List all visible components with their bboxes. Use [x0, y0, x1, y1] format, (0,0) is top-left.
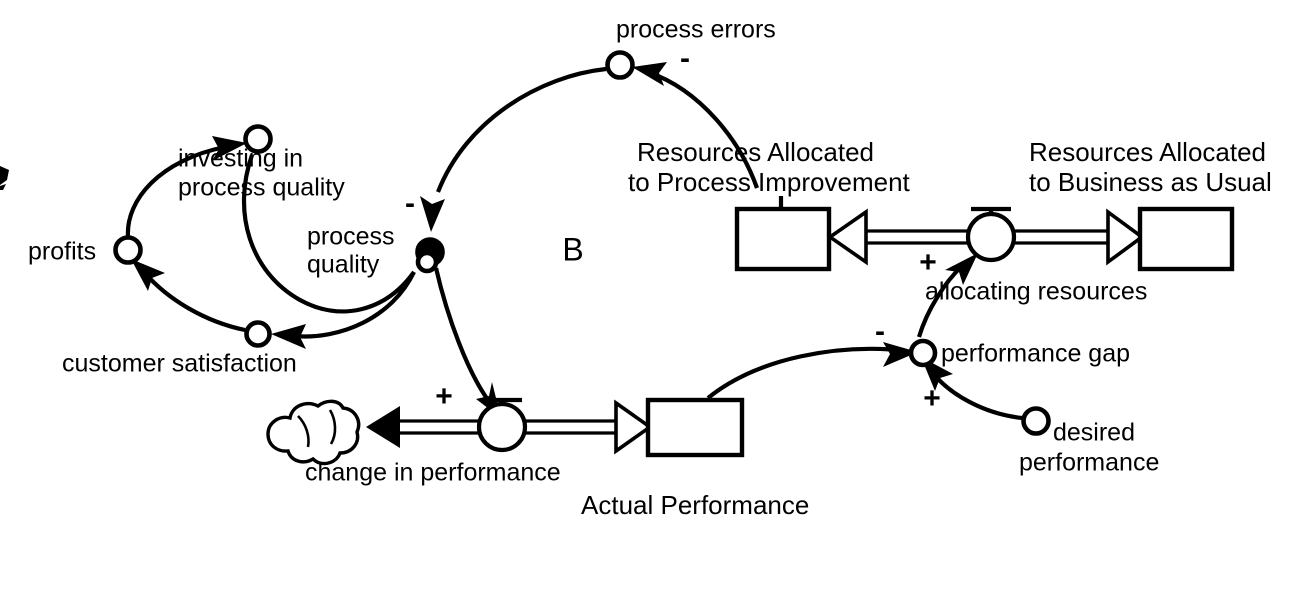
- label-stock-business-as-usual-line2: to Business as Usual: [1029, 167, 1272, 197]
- node-desired-performance[interactable]: [1021, 406, 1051, 436]
- polarity-process-quality-minus: -: [405, 187, 415, 220]
- flow-pipe-to-cloud: [366, 406, 480, 448]
- node-process-quality-anchor: [415, 250, 439, 274]
- label-process-errors: process errors: [616, 16, 776, 44]
- label-desired-performance-line1: desired: [1053, 419, 1135, 447]
- node-process-errors[interactable]: [605, 50, 635, 80]
- flow-pipe-to-actual-performance: [525, 399, 654, 455]
- link-profits-to-investing: [125, 136, 247, 237]
- flow-valve-change-in-performance[interactable]: [476, 397, 528, 453]
- node-performance-gap[interactable]: [908, 338, 938, 368]
- label-stock-actual-performance: Actual Performance: [581, 490, 809, 520]
- polarity-performance-gap-minus: -: [875, 315, 885, 348]
- clipped-glyph-left-edge: [0, 166, 9, 190]
- link-investing-to-process-quality: [241, 154, 416, 314]
- flow-pipe-to-process-improvement: [826, 208, 968, 266]
- node-investing-in-process-quality[interactable]: [243, 124, 273, 154]
- label-performance-gap: performance gap: [941, 340, 1130, 368]
- polarity-allocating-resources-plus: +: [919, 246, 937, 279]
- label-stock-business-as-usual-line1: Resources Allocated: [1029, 137, 1266, 167]
- polarity-desired-performance-plus: +: [923, 382, 941, 415]
- label-investing-in-process-quality-line2: process quality: [178, 174, 345, 202]
- polarity-change-in-performance-plus: +: [435, 380, 453, 413]
- flow-pipe-to-business-as-usual: [1014, 208, 1146, 266]
- label-investing-in-process-quality-line1: investing in: [178, 145, 303, 173]
- label-flow-change-in-performance: change in performance: [305, 459, 561, 487]
- node-customer-satisfaction[interactable]: [244, 320, 272, 348]
- link-process-improvement-to-process-errors: [632, 62, 759, 189]
- label-stock-process-improvement-line1: Resources Allocated: [637, 137, 874, 167]
- node-profits[interactable]: [113, 235, 143, 265]
- label-flow-allocating-resources: allocating resources: [925, 278, 1147, 306]
- label-desired-performance-line2: performance: [1019, 449, 1159, 477]
- link-customer-satisfaction-to-profits: [131, 259, 246, 333]
- label-profits: profits: [28, 238, 96, 266]
- link-performance-gap-to-allocating-resources: [916, 253, 978, 338]
- stock-resources-allocated-to-business-as-usual[interactable]: [1137, 206, 1235, 272]
- stock-resources-allocated-to-process-improvement[interactable]: [734, 196, 832, 272]
- link-process-errors-to-process-quality: [420, 66, 607, 232]
- label-customer-satisfaction: customer satisfaction: [62, 350, 297, 378]
- cloud-performance-sink: [266, 399, 361, 466]
- label-process-quality-line1: process: [307, 223, 395, 251]
- stock-actual-performance[interactable]: [645, 397, 745, 458]
- polarity-process-errors-minus: -: [680, 42, 690, 75]
- label-stock-process-improvement-line2: to Process Improvement: [628, 167, 911, 197]
- link-actual-performance-to-performance-gap: [706, 342, 918, 400]
- link-process-quality-to-customer-satisfaction: [271, 271, 416, 349]
- flow-valve-allocating-resources[interactable]: [965, 206, 1017, 263]
- label-process-quality-line2: quality: [307, 251, 380, 279]
- loop-label-b: B: [562, 231, 583, 267]
